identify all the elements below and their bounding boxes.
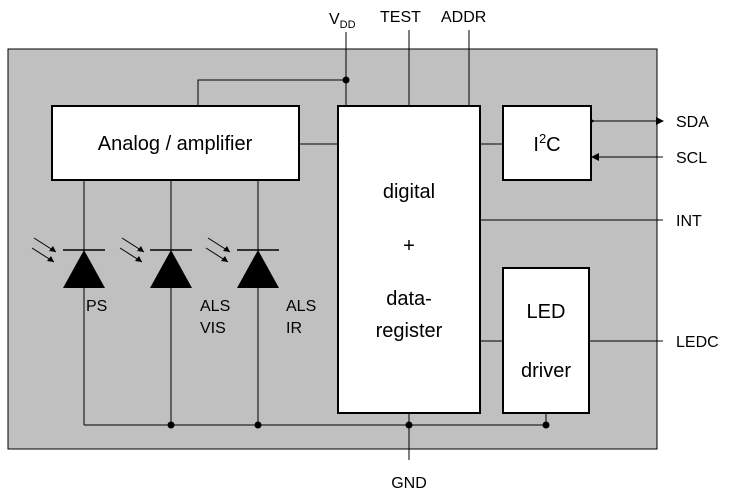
addr-pin-label: ADDR <box>441 9 486 26</box>
i2c-superscript: 2 <box>539 131 546 146</box>
register-label: register <box>376 320 443 342</box>
i2c-main: I <box>533 134 539 156</box>
led-label: LED <box>527 301 566 323</box>
i2c-tail: C <box>546 134 560 156</box>
gnd-pin-label: GND <box>391 475 427 492</box>
photodiode-als-vis-icon <box>119 237 192 288</box>
vdd-main: V <box>329 11 340 28</box>
wiring <box>83 30 663 460</box>
sda-pin-label: SDA <box>676 114 709 131</box>
photodiode-als-ir-icon <box>205 237 279 288</box>
als-ir-label-line2: IR <box>286 320 302 337</box>
i2c-block <box>502 105 592 181</box>
digital-block <box>337 105 481 414</box>
als-vis-label-line2: VIS <box>200 320 226 337</box>
data-label: data- <box>386 288 432 310</box>
driver-label: driver <box>521 360 571 382</box>
photodiode-ps-icon <box>31 237 105 288</box>
led-driver-block <box>502 267 590 414</box>
analog-amplifier-block <box>51 105 300 181</box>
als-ir-label-line1: ALS <box>286 298 316 315</box>
scl-arrowhead <box>591 153 599 161</box>
junction-dots <box>167 76 550 429</box>
ps-label: PS <box>86 298 107 315</box>
i2c-label: I2C <box>533 131 560 156</box>
digital-label: digital <box>383 181 435 203</box>
analog-amplifier-label: Analog / amplifier <box>98 133 253 155</box>
als-vis-label-line1: ALS <box>200 298 230 315</box>
test-pin-label: TEST <box>380 9 421 26</box>
plus-label: + <box>403 235 415 257</box>
vdd-subscript: DD <box>340 19 356 31</box>
vdd-pin-label: VDD <box>329 11 356 31</box>
ledc-pin-label: LEDC <box>676 334 719 351</box>
int-pin-label: INT <box>676 213 702 230</box>
scl-pin-label: SCL <box>676 150 707 167</box>
